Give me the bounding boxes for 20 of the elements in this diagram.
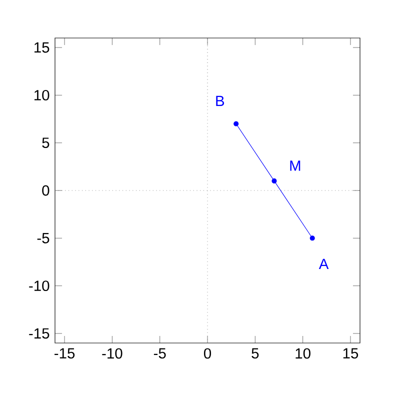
point bbox=[310, 236, 315, 241]
y-tick-label: -15 bbox=[29, 328, 50, 339]
x-tick-label: 15 bbox=[343, 348, 358, 359]
x-tick-label: -15 bbox=[54, 348, 75, 359]
point-label: A bbox=[318, 258, 329, 269]
point bbox=[272, 178, 277, 184]
point-label: B bbox=[216, 96, 224, 106]
x-tick-label: 10 bbox=[296, 348, 310, 359]
x-tick-label: -5 bbox=[154, 348, 166, 359]
point bbox=[234, 121, 239, 126]
point-label: M bbox=[290, 160, 300, 171]
x-tick-label: 5 bbox=[252, 348, 259, 359]
x-tick-label: 0 bbox=[204, 348, 212, 359]
y-tick-label: 15 bbox=[34, 42, 50, 53]
y-tick-label: 5 bbox=[42, 138, 50, 148]
x-tick-label: -10 bbox=[102, 348, 122, 359]
y-tick-label: -5 bbox=[37, 233, 50, 244]
y-tick-label: 0 bbox=[42, 185, 50, 196]
y-tick-label: -10 bbox=[29, 280, 50, 292]
y-tick-label: 10 bbox=[34, 90, 50, 100]
